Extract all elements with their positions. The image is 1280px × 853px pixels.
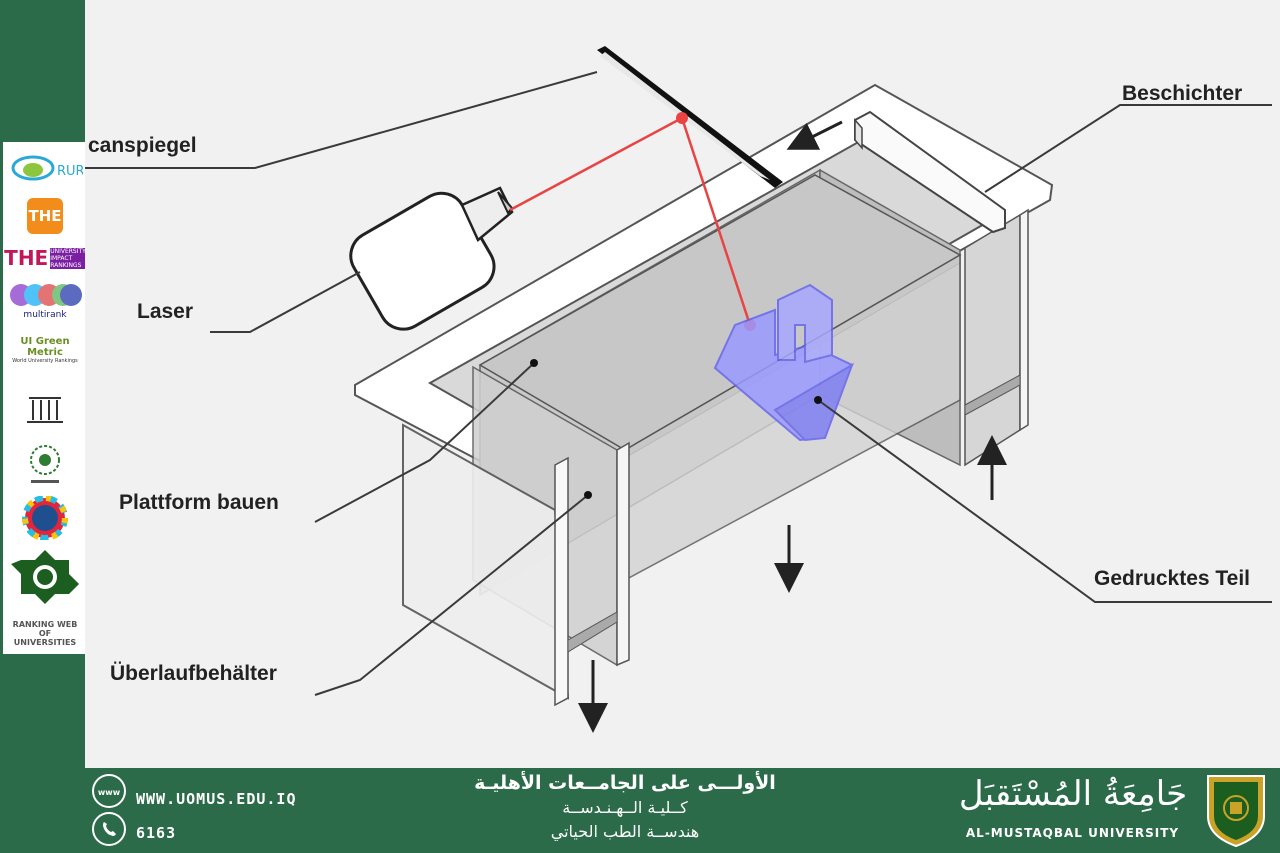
building-logo <box>7 392 83 428</box>
label-anchor-dots <box>530 359 822 499</box>
left-sidebar: RUR THE THE UNIVERSITY IMPACT RANKINGS m… <box>0 0 86 768</box>
phone-number[interactable]: 6163 <box>136 824 177 842</box>
svg-text:www: www <box>98 788 121 797</box>
footer-headline: الأولـــى على الجامــعات الأهليـة <box>474 772 776 794</box>
svg-text:RUR: RUR <box>57 164 83 179</box>
sla-printer-diagram-area: canspiegel Laser Plattform bauen Überlau… <box>85 0 1280 768</box>
footer-bar: www WWW.UOMUS.EDU.IQ 6163 الأولـــى على … <box>0 768 1280 853</box>
label-beschichter: Beschichter <box>1122 82 1242 105</box>
overflow-container-right <box>964 208 1029 467</box>
label-ueberlaufbehaelter: Überlaufbehälter <box>110 662 277 685</box>
label-scanspiegel: canspiegel <box>88 134 197 157</box>
leader-lines <box>85 71 1272 696</box>
printed-part <box>713 283 854 442</box>
multirank-logo: multirank <box>7 282 83 322</box>
website-link[interactable]: WWW.UOMUS.EDU.IQ <box>136 790 297 808</box>
rur-logo: RUR <box>7 148 85 188</box>
globe-icon: www <box>92 774 126 808</box>
rur-logo-icon: RUR <box>11 155 85 181</box>
arab-universities-logo <box>7 442 83 486</box>
label-laser: Laser <box>137 300 193 323</box>
sla-printer-diagram: canspiegel Laser Plattform bauen Überlau… <box>85 46 1272 733</box>
sdg-logo <box>7 495 83 541</box>
footer-college: كــليـة الــهـنـدســة <box>562 798 688 817</box>
label-plattform-bauen: Plattform bauen <box>119 491 279 514</box>
the-logo: THE <box>7 198 83 234</box>
scan-mirror <box>597 46 783 188</box>
laser-head <box>349 186 514 331</box>
recoater-direction-arrow <box>786 120 843 150</box>
arab-engineers-star-icon <box>11 550 79 604</box>
footer-department: هندســة الطب الحياتي <box>550 822 700 841</box>
university-name-english: AL-MUSTAQBAL UNIVERSITY <box>965 826 1180 840</box>
ranking-logos-strip: RUR THE THE UNIVERSITY IMPACT RANKINGS m… <box>3 142 86 654</box>
multirank-circles-icon <box>10 284 82 306</box>
arab-engineers-logo <box>7 548 83 606</box>
phone-icon <box>92 812 126 846</box>
columns-building-icon <box>27 397 63 423</box>
ranking-web-logo: RANKING WEB OF UNIVERSITIES <box>12 620 78 647</box>
university-seal-icon <box>1204 772 1268 848</box>
laurel-wreath-icon <box>30 445 60 483</box>
label-gedrucktes-teil: Gedrucktes Teil <box>1094 567 1250 590</box>
university-name-arabic: جَامِعَةُ المُسْتَقبَل <box>958 774 1188 814</box>
sdg-wheel-icon <box>22 495 68 541</box>
greenmetric-logo: UI Green Metric World University Ranking… <box>12 336 78 364</box>
the-impact-logo: THE UNIVERSITY IMPACT RANKINGS <box>4 246 86 270</box>
recoater <box>854 110 1006 234</box>
